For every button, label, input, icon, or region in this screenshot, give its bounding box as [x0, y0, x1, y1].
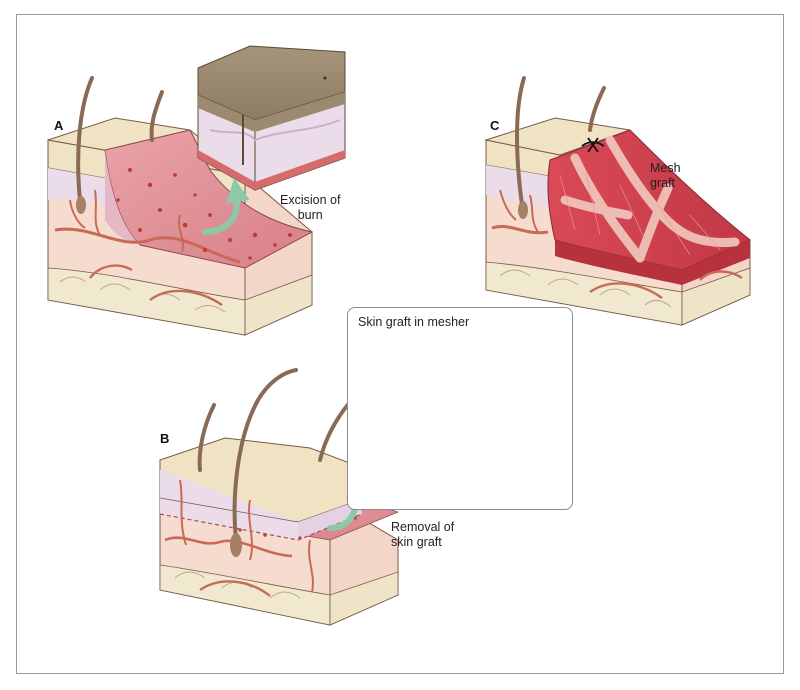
panel-b-tissue-block: [159, 368, 400, 626]
panel-b-letter: B: [160, 431, 170, 446]
excised-burn-eschar: [197, 45, 346, 191]
panel-a-arrow: [202, 178, 250, 235]
suture-icon: [581, 137, 605, 153]
panel-a-letter: A: [54, 118, 64, 133]
panel-a-tissue-block: [47, 76, 314, 336]
panel-a-label: Excision of burn: [280, 193, 341, 222]
panel-c-label: Mesh graft: [650, 161, 681, 190]
mesher-inset-box: Skin graft in mesher: [347, 307, 573, 510]
panel-b-label: Removal of skin graft: [391, 520, 455, 549]
panel-c-tissue-block: [484, 76, 751, 326]
panel-c-letter: C: [490, 118, 500, 133]
inset-title: Skin graft in mesher: [358, 315, 470, 329]
